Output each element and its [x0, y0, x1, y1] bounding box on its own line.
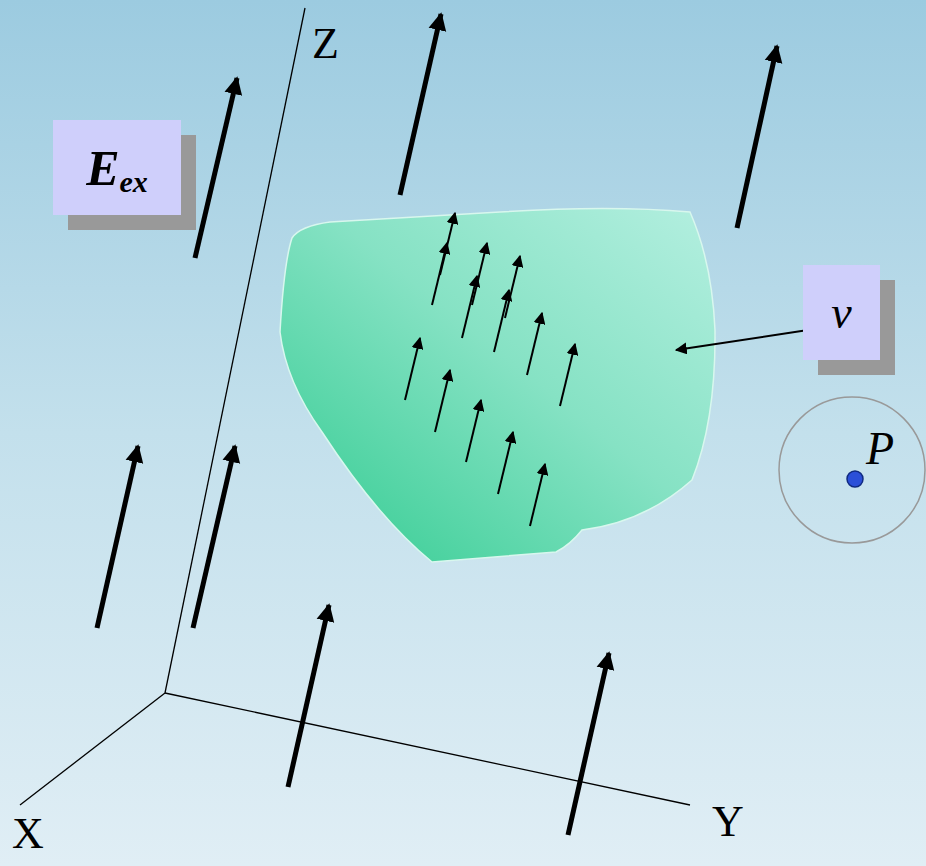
axis-label: X	[12, 812, 44, 856]
volume-blob	[280, 209, 715, 563]
leader-arrow	[676, 330, 808, 350]
symbol-text: v	[831, 286, 851, 339]
field-arrow	[195, 78, 237, 258]
field-arrow	[494, 290, 509, 352]
label-box: v	[803, 265, 880, 360]
external-field-arrows	[97, 14, 777, 835]
field-arrow	[462, 276, 477, 338]
internal-field-arrows	[405, 213, 575, 526]
field-arrow	[560, 344, 575, 406]
circle-shape	[778, 396, 926, 544]
field-arrow	[472, 243, 487, 305]
field-arrow	[288, 605, 329, 787]
point-circle: P	[778, 396, 926, 544]
field-arrow	[400, 14, 441, 195]
field-arrow	[568, 653, 609, 835]
field-arrow	[97, 446, 138, 628]
field-arrow	[505, 256, 520, 318]
field-arrow	[405, 338, 420, 400]
subscript-text: ex	[120, 165, 148, 199]
field-arrow	[466, 400, 481, 462]
field-arrow	[737, 46, 777, 228]
field-arrow	[435, 370, 450, 432]
axis-label: Z	[312, 22, 339, 66]
field-arrow	[440, 213, 455, 275]
point-label: P	[866, 426, 894, 472]
field-arrow	[527, 313, 542, 375]
field-arrow	[193, 446, 235, 628]
symbol-text: E	[86, 139, 119, 197]
axis-label: Y	[712, 800, 744, 844]
label-box: Eex	[53, 120, 181, 215]
field-arrow	[498, 432, 513, 494]
field-arrow	[530, 464, 545, 526]
point-dot	[847, 471, 863, 487]
